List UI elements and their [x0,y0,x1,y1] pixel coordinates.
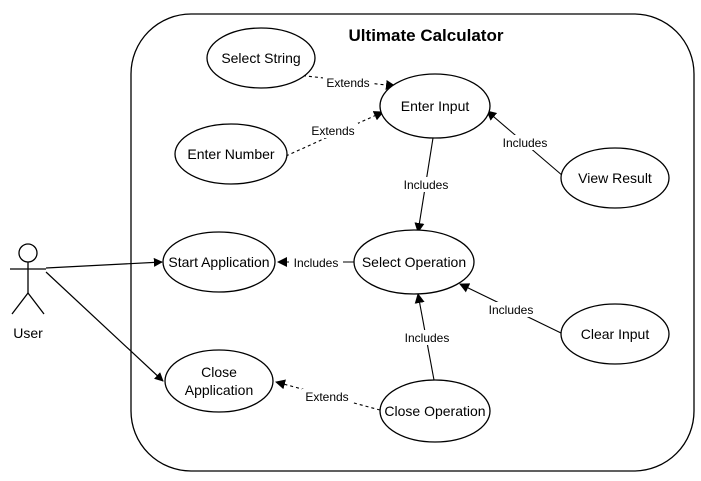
use-case-label: Select String [221,50,300,66]
actor-left-leg [11,292,29,315]
label-includes-clear-input: Includes [484,302,538,317]
use-case-enter-number[interactable]: Enter Number [174,123,288,185]
use-case-label-line2: Application [185,382,254,398]
relationship-label: Extends [305,390,348,404]
use-case-label: Start Application [168,254,269,270]
label-extends-close-operation: Extends [302,389,352,404]
use-case-label: Select Operation [362,254,466,270]
label-includes-select-operation: Includes [289,255,343,270]
relationship-label: Includes [489,303,534,317]
use-case-close-application[interactable]: Close Application [164,349,274,413]
use-case-label: Clear Input [581,326,650,342]
association-user-close-application [45,271,164,382]
relationship-label: Includes [503,136,548,150]
use-case-start-application[interactable]: Start Application [162,231,276,293]
system-title: Ultimate Calculator [349,26,504,45]
actor-label: User [13,325,43,341]
use-case-label-line1: Close [201,364,237,380]
use-case-enter-input[interactable]: Enter Input [379,73,491,139]
actor-user[interactable]: User [10,243,46,341]
relationship-label: Includes [294,256,339,270]
use-case-label: View Result [578,170,652,186]
use-case-clear-input[interactable]: Clear Input [560,303,670,365]
use-case-select-operation[interactable]: Select Operation [353,229,475,295]
association-user-start-application [45,257,163,269]
label-extends-enter-number: Extends [308,123,358,138]
relationship-label: Includes [404,178,449,192]
relationship-label: Includes [405,331,450,345]
relationship-label: Extends [311,124,354,138]
actor-right-leg [27,292,45,315]
use-case-label: Enter Number [187,146,274,162]
label-includes-enter-input: Includes [399,177,453,192]
use-case-label: Enter Input [401,98,470,114]
actor-head [18,243,38,263]
relationship-label: Extends [326,76,369,90]
label-extends-select-string: Extends [323,75,373,90]
use-case-label: Close Operation [384,403,485,419]
use-case-select-string[interactable]: Select String [206,27,316,89]
label-includes-view-result: Includes [498,135,552,150]
label-includes-close-operation: Includes [400,330,454,345]
use-case-view-result[interactable]: View Result [560,147,670,209]
use-case-close-operation[interactable]: Close Operation [379,379,491,443]
